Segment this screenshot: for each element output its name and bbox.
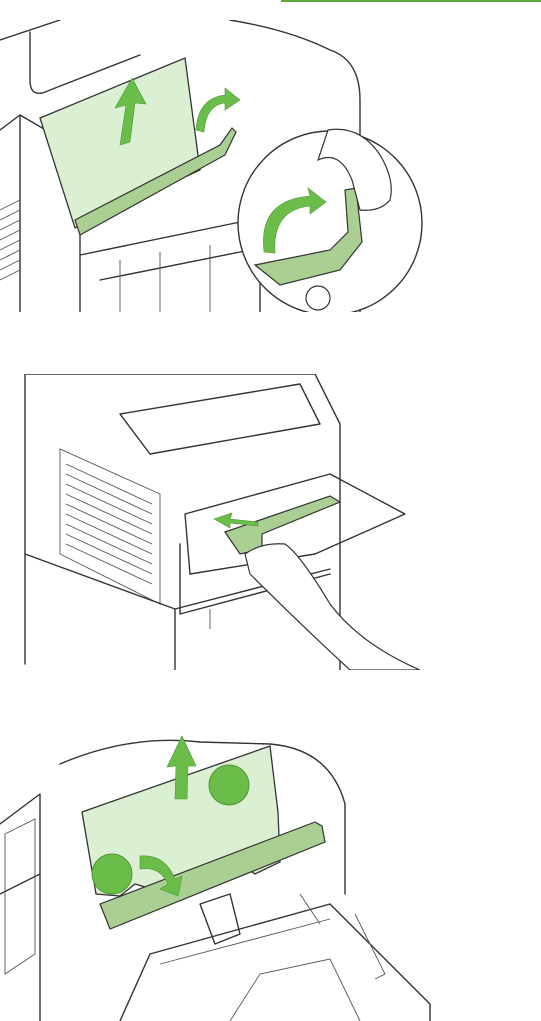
figure-remove-jammed-paper (0, 20, 541, 312)
guide-latch (200, 894, 240, 944)
printer-lower-frame (80, 220, 260, 312)
fuser-gear (306, 286, 330, 310)
printer-front-illustration (0, 374, 541, 670)
printer-rear-illustration (0, 20, 541, 312)
printer-left-side (0, 794, 40, 1021)
vent-slats (0, 200, 20, 280)
door-inner-detail (160, 919, 360, 1021)
rotate-lever-arrow-icon (196, 88, 240, 132)
printer-open-illustration (0, 724, 541, 1021)
vent-grille (66, 464, 152, 584)
door-hinge-detail (300, 894, 385, 979)
step-callout-2 (92, 854, 132, 894)
inner-ribs (120, 245, 210, 312)
figure-lift-paper-lower-guide (0, 724, 541, 1021)
hand-and-arm (245, 544, 420, 670)
left-vent-panel (5, 819, 35, 974)
printer-top-output-bin (120, 384, 320, 454)
step-callout-1 (209, 765, 249, 805)
header-rule (281, 0, 541, 2)
figure-remove-guide-front (0, 374, 541, 670)
